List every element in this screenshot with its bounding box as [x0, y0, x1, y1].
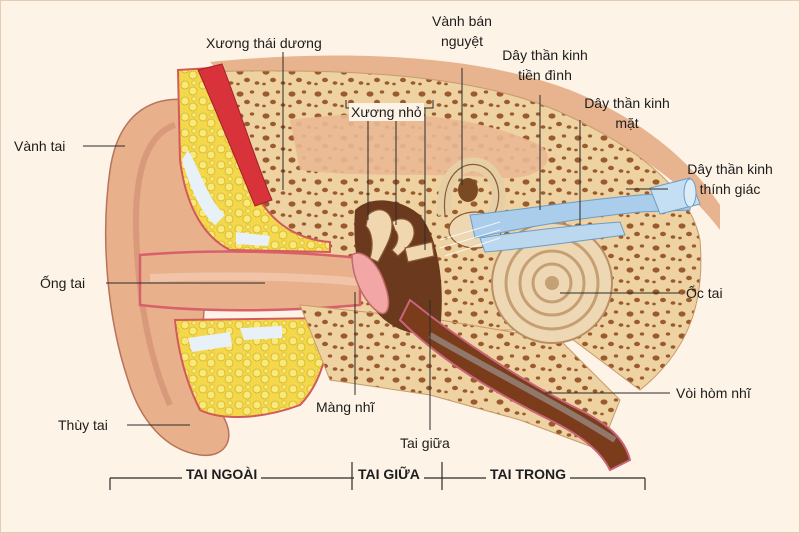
section-middle-ear: TAI GIỮA — [354, 466, 424, 482]
temporal-muscle — [197, 63, 273, 207]
ear-canal — [138, 250, 362, 312]
label-thuy-tai: Thùy tai — [58, 417, 108, 433]
label-tai-giua: Tai giữa — [400, 435, 450, 451]
label-mang-nhi: Màng nhĩ — [316, 399, 375, 415]
semicircular-outline — [443, 163, 500, 226]
label-oc-tai: Ốc tai — [686, 285, 723, 301]
section-inner-ear: TAI TRONG — [486, 466, 570, 482]
cartilage-lower-2 — [240, 326, 282, 340]
facial-nerve — [479, 221, 626, 253]
ossicle-stapes — [404, 241, 435, 263]
tube-lining — [428, 332, 617, 443]
eardrum — [351, 252, 390, 315]
ossicle-malleus — [365, 209, 393, 263]
label-thinh-giac-1: Dây thần kinh — [687, 161, 773, 177]
label-xuong-nho: Xương nhỏ — [349, 103, 424, 121]
cartilage-upper — [182, 150, 225, 225]
cartilage-upper-2 — [236, 232, 270, 246]
label-tien-dinh-1: Dây thần kinh — [502, 47, 588, 63]
nerve-fibers — [439, 221, 501, 257]
label-vanh-ban-nguyet-2: nguyệt — [440, 33, 484, 49]
nerve-end — [683, 178, 697, 208]
label-mat-1: Dây thần kinh — [584, 95, 670, 111]
label-vanh-ban-nguyet-1: Vành bán — [432, 13, 492, 29]
label-voi-hom-nhi: Vòi hòm nhĩ — [676, 385, 751, 401]
label-tien-dinh-2: tiền đình — [518, 67, 572, 83]
section-outer-ear: TAI NGOÀI — [182, 466, 262, 482]
label-ong-tai: Ống tai — [40, 275, 86, 291]
label-xuong-thai-duong: Xương thái dương — [206, 35, 322, 51]
ear-canal-highlight — [149, 272, 359, 286]
leader-lines — [83, 52, 680, 430]
pinna-inner-fold — [132, 122, 177, 407]
canal-hole — [458, 178, 478, 202]
cartilage-lower — [188, 332, 232, 352]
label-vanh-tai: Vành tai — [14, 138, 66, 154]
label-thinh-giac-2: thính giác — [699, 181, 761, 197]
label-mat-2: mặt — [615, 115, 639, 131]
